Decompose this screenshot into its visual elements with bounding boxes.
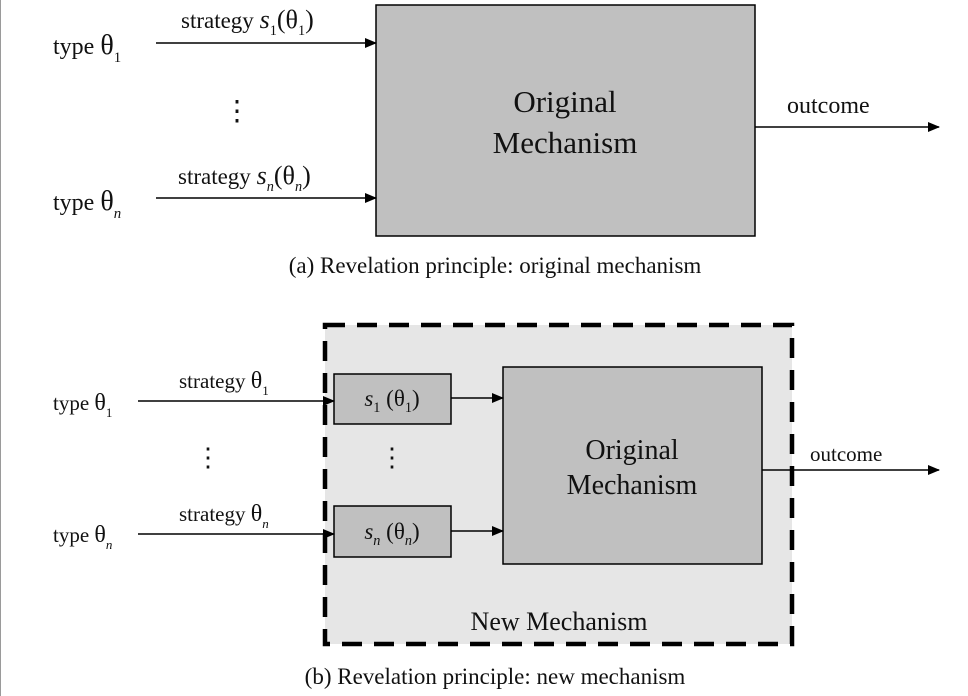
outcome-label-a: outcome	[787, 93, 870, 119]
mechanism-label-line1-a: Original	[513, 84, 616, 119]
ellipsis-inner-b: ⋮	[379, 443, 405, 472]
type-theta-1-label-b: type θ1	[53, 390, 112, 420]
mechanism-label-line1-b: Original	[585, 435, 679, 466]
strategy-fn-n-label: sn (θn)	[364, 519, 419, 549]
new-mechanism-label: New Mechanism	[471, 607, 648, 636]
type-theta-n-label-b: type θn	[53, 522, 112, 552]
caption-b: (b) Revelation principle: new mechanism	[305, 664, 686, 689]
strategy-theta-1-label-b: strategy θ1	[179, 368, 269, 398]
diagram-a: Original Mechanism type θ1 strategy s1(θ…	[53, 4, 940, 278]
strategy-fn-1-label: s1 (θ1)	[364, 386, 419, 416]
ellipsis-left-b: ⋮	[195, 443, 221, 472]
ellipsis-left-a: ⋮	[223, 96, 251, 127]
mechanism-label-line2-a: Mechanism	[493, 125, 638, 160]
mechanism-label-line2-b: Mechanism	[567, 470, 698, 501]
original-mechanism-box-b	[502, 366, 763, 565]
type-theta-n-label-a: type θn	[53, 186, 121, 222]
strategy-1-label-a: strategy s1(θ1)	[181, 5, 314, 39]
type-theta-1-label-a: type θ1	[53, 30, 121, 66]
strategy-theta-n-label-b: strategy θn	[179, 501, 269, 531]
caption-a: (a) Revelation principle: original mecha…	[289, 253, 702, 278]
outcome-label-b: outcome	[810, 442, 882, 466]
diagram-b: s1 (θ1) ⋮ sn (θn) Original Mechanism typ…	[53, 322, 940, 689]
original-mechanism-box-a	[375, 4, 756, 237]
strategy-n-label-a: strategy sn(θn)	[178, 161, 311, 195]
